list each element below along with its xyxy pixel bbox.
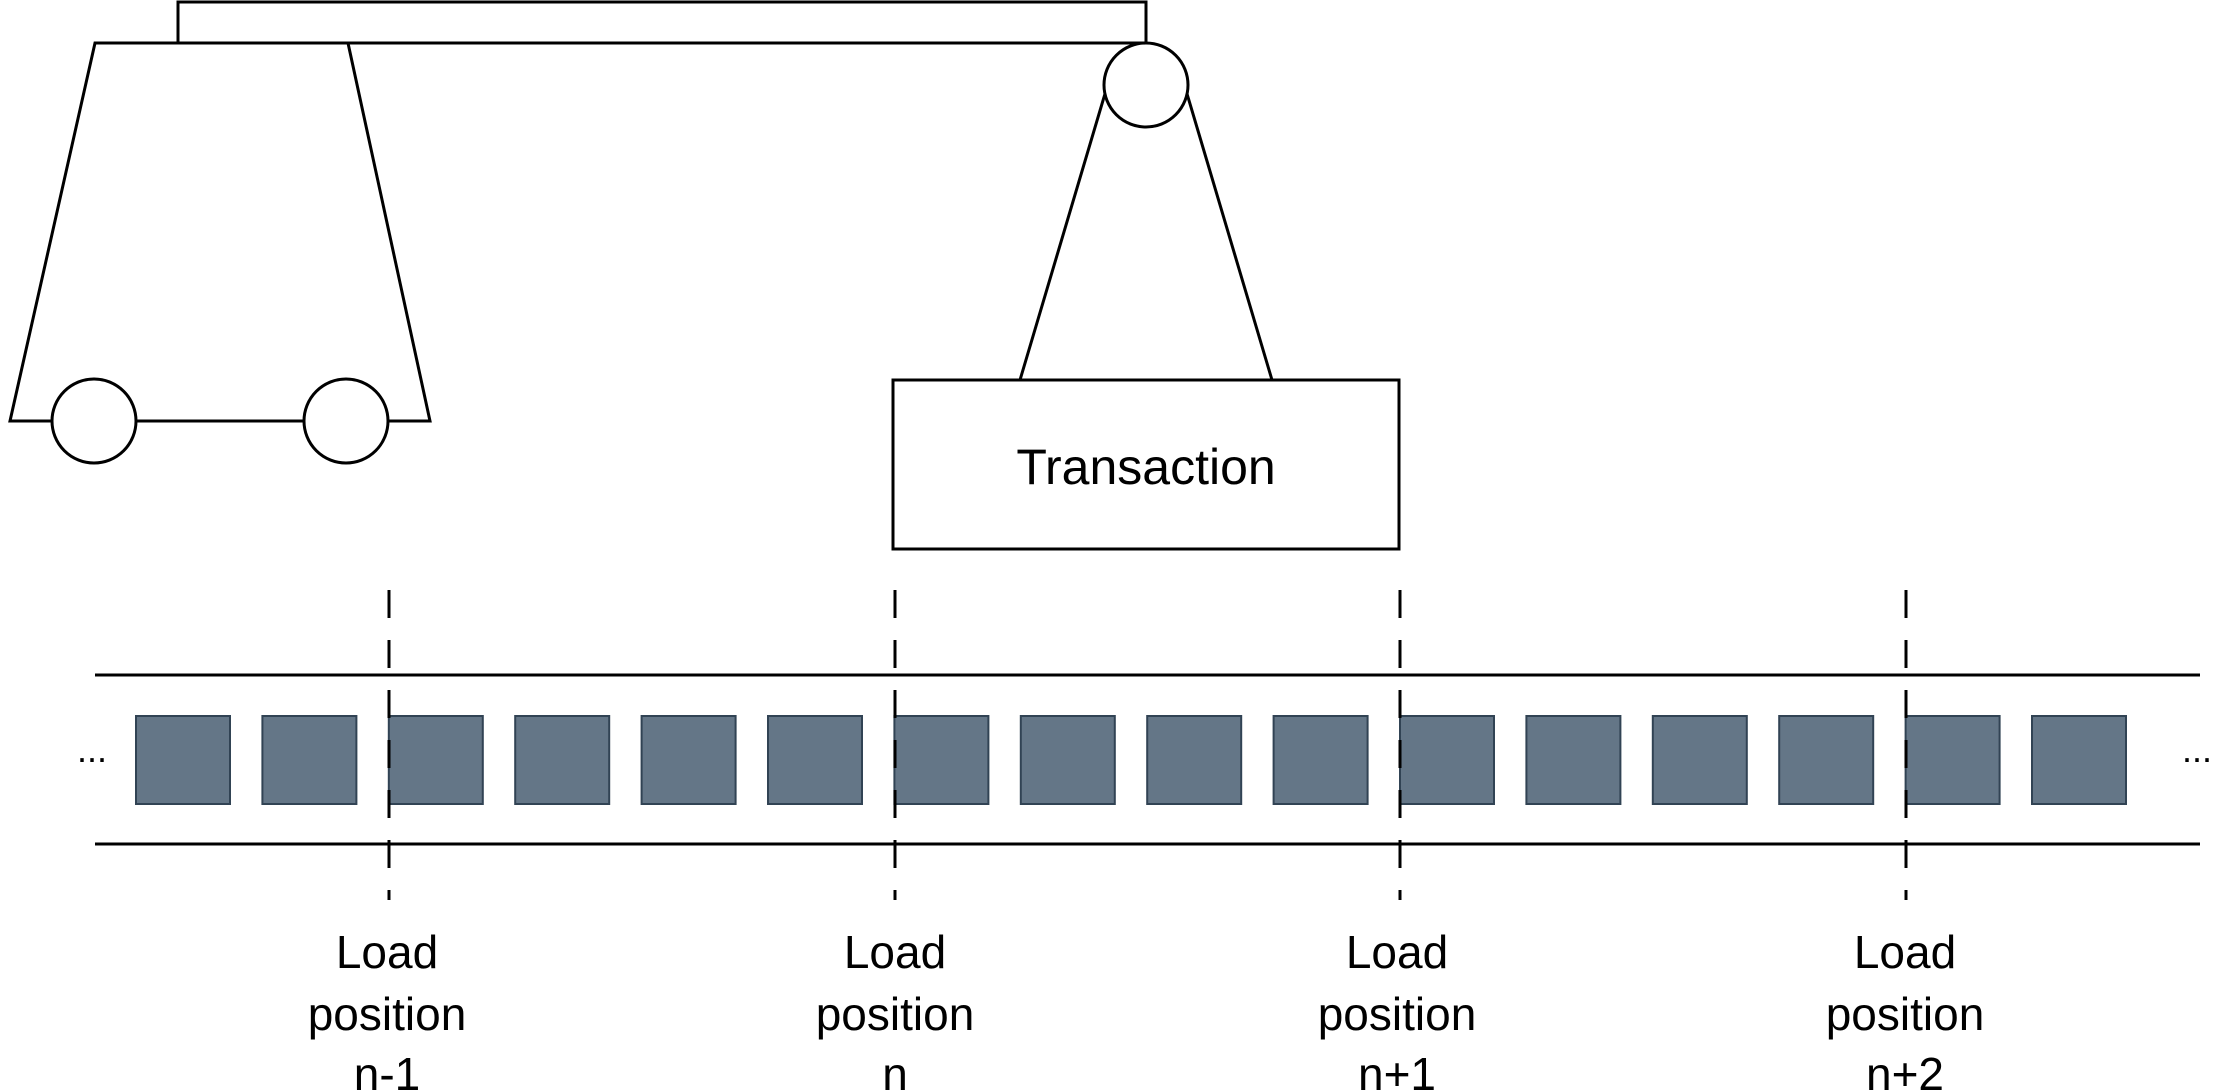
belt-left-ellipsis: ... [77, 729, 107, 770]
belt-right-ellipsis: ... [2182, 729, 2212, 770]
crane-cable-left [1018, 86, 1109, 381]
crane: Transaction [8, 0, 1401, 551]
load-position-word: position [1826, 988, 1985, 1040]
crane-wheel-left [50, 377, 138, 465]
transaction-box [891, 378, 1401, 551]
load-position-word: Load [1346, 926, 1448, 978]
belt-block [514, 715, 611, 805]
load-position-label: Load position n+2 [1826, 926, 1985, 1092]
load-position-word: Load [1854, 926, 1956, 978]
crane-cable-right [1183, 86, 1274, 381]
belt-block [893, 715, 990, 805]
belt-block [1272, 715, 1369, 805]
belt-block [1904, 715, 2001, 805]
belt-block [1399, 715, 1495, 805]
load-position-label: Load position n+1 [1318, 926, 1477, 1092]
belt-block [1525, 715, 1622, 805]
load-position-word: Load [336, 926, 438, 978]
crane-pulley [1102, 41, 1190, 129]
transaction-label: Transaction [1016, 439, 1275, 495]
load-position-word: position [816, 988, 975, 1040]
load-position-word: position [1318, 988, 1477, 1040]
belt-block [1019, 715, 1116, 805]
crane-base-frame [8, 41, 432, 423]
load-position-index: n [882, 1048, 908, 1092]
belt-block [261, 715, 358, 805]
crane-top-beam [176, 0, 1148, 45]
belt-block [767, 715, 863, 805]
belt-block [387, 715, 484, 805]
load-position-markers [387, 590, 1908, 900]
belt-block [135, 715, 231, 805]
load-position-index: n+1 [1358, 1048, 1436, 1092]
belt-block [1651, 715, 1748, 805]
load-position-label: Load position n-1 [308, 926, 467, 1092]
load-position-word: position [308, 988, 467, 1040]
belt-block [1146, 715, 1243, 805]
crane-wheel-right [302, 377, 390, 465]
belt-block [640, 715, 737, 805]
load-position-index: n+2 [1866, 1048, 1944, 1092]
belt-block [2031, 715, 2127, 805]
belt-blocks [135, 715, 2127, 805]
load-position-word: Load [844, 926, 946, 978]
belt-block [1778, 715, 1875, 805]
load-position-label: Load position n [816, 926, 975, 1092]
load-position-index: n-1 [354, 1048, 420, 1092]
conveyor-belt: ... ... [77, 673, 2212, 846]
load-position-labels: Load position n-1 Load position n Load p… [308, 926, 1985, 1092]
